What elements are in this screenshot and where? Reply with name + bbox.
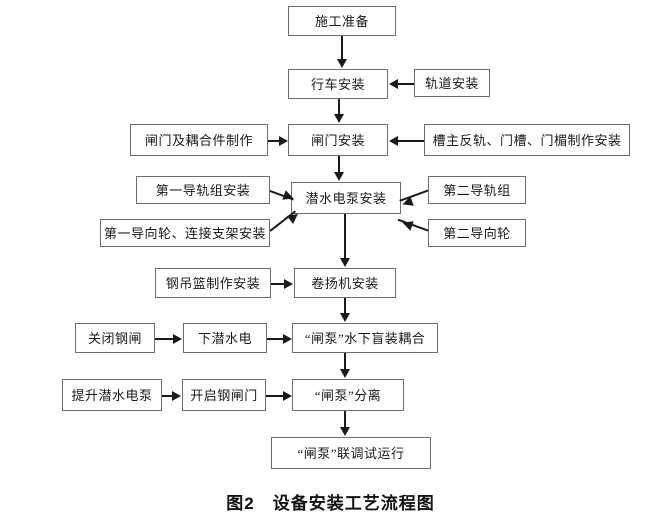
edge-winch-to-coupling — [344, 298, 346, 314]
node-open-steel-gate: 开启钢闸门 — [182, 379, 266, 411]
node-label: 第二导轨组 — [443, 182, 511, 198]
edge-separation-to-commissioning — [344, 411, 346, 428]
node-label: 施工准备 — [314, 13, 369, 29]
node-second-guide-rail-group: 第二导轨组 — [428, 176, 526, 204]
node-first-guide-rail-group-installation: 第一导轨组安装 — [136, 176, 270, 204]
node-second-guide-wheel: 第二导向轮 — [428, 219, 526, 247]
node-label: 关闭钢闸 — [87, 330, 142, 346]
arrowhead-coupling-to-separation — [340, 369, 350, 378]
node-gate-installation: 闸门安装 — [288, 124, 388, 156]
node-construction-preparation: 施工准备 — [288, 6, 396, 36]
arrowhead-secondrail-to-pump — [400, 196, 414, 210]
node-close-steel-gate: 关闭钢闸 — [75, 323, 155, 353]
edge-coupling-to-gate — [268, 140, 280, 142]
arrowhead-gate-to-pump — [334, 172, 344, 181]
node-steel-basket-fabrication: 钢吊篮制作安装 — [155, 268, 271, 298]
node-label: 卷扬机安装 — [311, 275, 379, 291]
edge-gate-to-pump — [338, 156, 340, 173]
node-label: 闸门安装 — [310, 132, 365, 148]
edge-opengate-to-separation — [266, 395, 284, 397]
node-winch-installation: 卷扬机安装 — [294, 268, 396, 298]
arrowhead-slotrail-to-gate — [389, 136, 398, 146]
arrowhead-prep-to-crane — [337, 59, 347, 68]
node-track-installation: 轨道安装 — [414, 69, 490, 97]
arrowhead-secondwheel-to-pump — [400, 217, 414, 231]
node-label: 开启钢闸门 — [190, 387, 258, 403]
node-label: “闸泵”水下盲装耦合 — [304, 330, 426, 346]
edge-lift-to-opengate — [162, 395, 173, 397]
node-label: 下潜水电 — [197, 330, 252, 346]
edge-slotrail-to-gate — [397, 140, 424, 142]
node-label: 闸门及耦合件制作 — [144, 132, 253, 148]
node-label: “闸泵”分离 — [314, 387, 382, 403]
node-first-guide-wheel-bracket-installation: 第一导向轮、连接支架安装 — [100, 219, 270, 247]
arrowhead-track-to-crane — [389, 79, 398, 89]
node-gate-pump-underwater-blind-coupling: “闸泵”水下盲装耦合 — [292, 323, 438, 353]
node-gate-pump-separation: “闸泵”分离 — [292, 379, 404, 411]
arrowhead-closegate-to-submerge — [173, 334, 182, 344]
node-label: 第二导向轮 — [443, 225, 511, 241]
node-label: 槽主反轨、门槽、门楣制作安装 — [432, 132, 622, 148]
node-label: 第一导轨组安装 — [155, 182, 251, 198]
arrowhead-opengate-to-separation — [283, 391, 292, 401]
node-label: “闸泵”联调试运行 — [297, 445, 405, 461]
arrowhead-lift-to-opengate — [172, 391, 181, 401]
edge-basket-to-winch — [271, 283, 285, 285]
arrowhead-coupling-to-gate — [279, 136, 288, 146]
node-label: 潜水电泵安装 — [305, 190, 387, 206]
edge-submerge-to-coupling — [267, 338, 284, 340]
arrowhead-pump-to-winch — [340, 258, 350, 267]
node-label: 轨道安装 — [424, 75, 479, 91]
node-slot-rail-lintel-fabrication: 槽主反轨、门槽、门楣制作安装 — [424, 124, 630, 156]
node-label: 行车安装 — [310, 76, 365, 92]
figure-caption: 图2 设备安装工艺流程图 — [226, 494, 435, 513]
node-label: 第一导向轮、连接支架安装 — [103, 225, 266, 241]
arrowhead-basket-to-winch — [284, 279, 293, 289]
edge-coupling-to-separation — [344, 353, 346, 370]
node-gate-pump-commissioning: “闸泵”联调试运行 — [271, 437, 431, 469]
arrowhead-submerge-to-coupling — [283, 334, 292, 344]
edge-pump-to-winch — [344, 214, 346, 259]
node-submersible-pump-installation: 潜水电泵安装 — [291, 182, 401, 214]
node-crane-installation: 行车安装 — [288, 69, 388, 99]
edge-prep-to-crane — [341, 36, 343, 60]
arrowhead-winch-to-coupling — [340, 313, 350, 322]
node-label: 钢吊篮制作安装 — [165, 275, 261, 291]
arrowhead-separation-to-commissioning — [340, 427, 350, 436]
node-label: 提升潜水电泵 — [71, 387, 153, 403]
edge-crane-to-gate — [338, 99, 340, 115]
node-gate-and-coupling-fabrication: 闸门及耦合件制作 — [130, 124, 268, 156]
node-lift-submersible-pump: 提升潜水电泵 — [62, 379, 162, 411]
edge-track-to-crane — [397, 83, 414, 85]
arrowhead-crane-to-gate — [334, 114, 344, 123]
node-submerge-pump: 下潜水电 — [183, 323, 267, 353]
edge-closegate-to-submerge — [155, 338, 174, 340]
